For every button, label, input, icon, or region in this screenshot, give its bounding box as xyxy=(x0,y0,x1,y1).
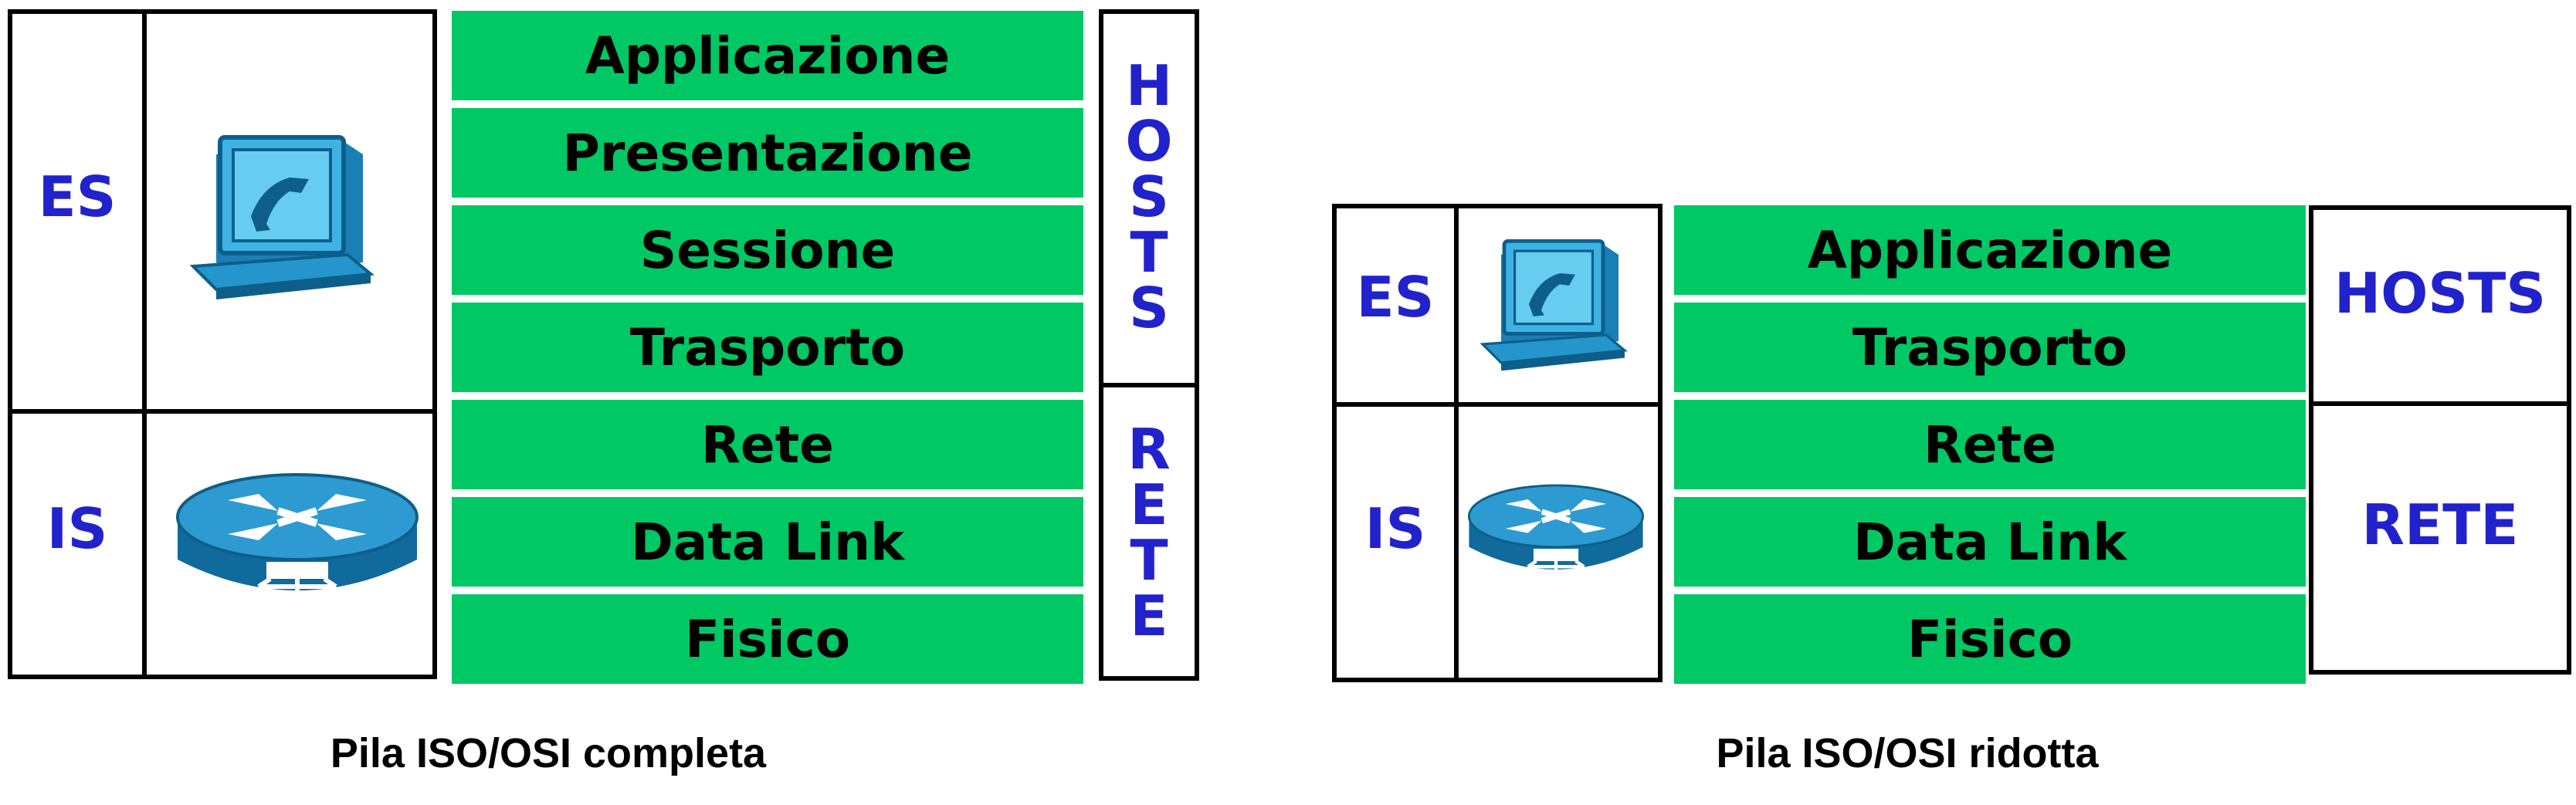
reduced-is-label: IS xyxy=(1364,496,1426,561)
full-hosts-letter-t: T xyxy=(1130,220,1168,285)
full-rete-letter-r: R xyxy=(1127,417,1171,482)
reduced-layer-trasporto: Trasporto xyxy=(1674,303,2306,392)
router-icon xyxy=(176,473,419,602)
full-hosts-letter-o: O xyxy=(1125,109,1173,174)
full-is-label: IS xyxy=(46,496,108,561)
full-layer-sessione: Sessione xyxy=(452,205,1083,295)
reduced-layer-rete: Rete xyxy=(1674,400,2306,489)
full-layer-data-link: Data Link xyxy=(452,497,1083,587)
full-es-label: ES xyxy=(38,164,117,229)
full-layer-trasporto: Trasporto xyxy=(452,303,1083,392)
full-rete-box xyxy=(1099,383,1199,681)
full-es-label-cell xyxy=(8,9,147,414)
computer-icon xyxy=(189,135,375,299)
full-rete-label: R E T E xyxy=(1103,390,1195,675)
full-layer-fisico: Fisico xyxy=(452,594,1083,684)
full-layer-presentazione: Presentazione xyxy=(452,108,1083,198)
reduced-caption: Pila ISO/OSI ridotta xyxy=(1716,730,2099,776)
full-hosts-letter-h: H xyxy=(1125,53,1173,118)
reduced-layer-data-link: Data Link xyxy=(1674,497,2306,587)
full-hosts-label: H O S T S xyxy=(1103,15,1195,378)
full-is-label-cell xyxy=(8,409,147,679)
reduced-layer-fisico: Fisico xyxy=(1674,594,2306,684)
reduced-rete-label: RETE xyxy=(2361,492,2519,557)
reduced-layer-applicazione: Applicazione xyxy=(1674,205,2306,295)
full-rete-letter-e2: E xyxy=(1130,583,1168,648)
full-layer-applicazione: Applicazione xyxy=(452,11,1083,100)
reduced-es-label: ES xyxy=(1356,265,1435,330)
reduced-hosts-label: HOSTS xyxy=(2334,261,2547,326)
full-hosts-box xyxy=(1099,9,1199,387)
computer-icon xyxy=(1480,239,1628,371)
full-hosts-letter-s1: S xyxy=(1129,164,1169,229)
reduced-hosts-box xyxy=(2309,205,2571,406)
router-icon xyxy=(1467,484,1645,578)
full-hosts-letter-s2: S xyxy=(1129,276,1169,340)
full-rete-letter-t: T xyxy=(1130,528,1168,593)
full-rete-letter-e1: E xyxy=(1130,472,1168,537)
full-layer-rete: Rete xyxy=(452,400,1083,489)
reduced-rete-box xyxy=(2309,401,2571,675)
full-caption: Pila ISO/OSI completa xyxy=(330,730,767,776)
